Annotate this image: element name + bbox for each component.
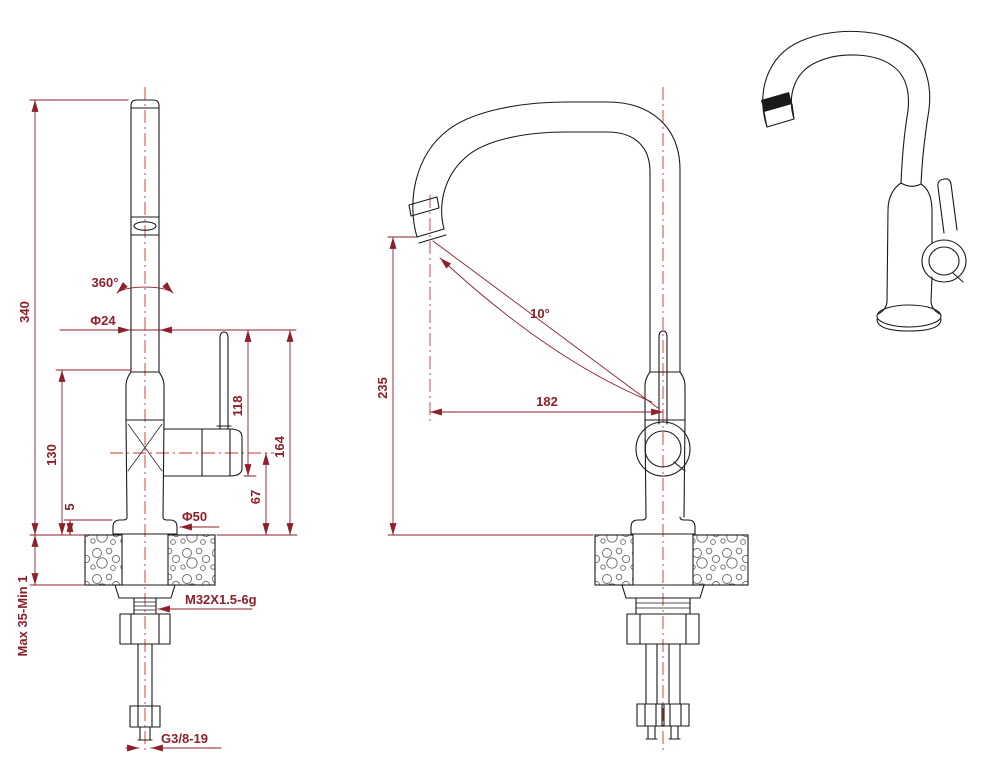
side-mounting-nut [119, 613, 171, 645]
perspective-base [876, 304, 942, 328]
side-spout-outlet [133, 221, 157, 231]
side-hose-connector [129, 705, 161, 728]
front-lever-escutcheon [635, 421, 691, 477]
dim-body-height-label: 130 [44, 444, 59, 466]
side-base-flange [112, 516, 178, 535]
front-countertop-left [594, 534, 634, 586]
perspective-lever [937, 178, 958, 234]
front-countertop-right [692, 534, 749, 586]
dim-spout-reach-label: 182 [536, 394, 558, 409]
dim-outlet-angle-label: 10° [530, 306, 550, 321]
dim-spout-diameter-label: Φ24 [90, 313, 116, 328]
front-view [408, 101, 749, 740]
side-countertop-right [167, 534, 216, 586]
dim-mount-thread-label: M32X1.5-6g [185, 592, 257, 607]
side-lever-housing [163, 428, 243, 477]
perspective-escutcheon [921, 239, 967, 283]
side-lever [219, 331, 229, 430]
dim-lever-top-height-label: 164 [272, 435, 287, 457]
front-view-dimensions: 235 10° 182 [375, 236, 664, 536]
dim-overall-height-label: 340 [17, 301, 32, 323]
front-washer [621, 584, 705, 599]
front-base-flange [630, 516, 696, 535]
front-mounting-nut [626, 613, 700, 645]
front-hose-connector-left [636, 703, 665, 727]
front-lever [658, 330, 668, 425]
front-spout-tip [416, 228, 447, 244]
side-washer [114, 584, 176, 599]
dim-deck-thickness-label: Max 35-Min 1 [15, 576, 30, 657]
dim-lever-length-label: 118 [230, 396, 245, 417]
perspective-view [761, 30, 967, 332]
side-view-dimensions: 340 Max 35-Min 1 360° Φ24 130 5 118 67 1… [15, 99, 298, 752]
side-view [84, 99, 243, 741]
perspective-spout-tip [761, 92, 792, 112]
dim-base-diameter-label: Φ50 [182, 509, 207, 524]
centerlines [110, 87, 664, 753]
dim-flange-gap-label: 5 [62, 503, 77, 510]
dim-inlet-thread-label: G3/8-19 [161, 731, 208, 746]
dim-spout-outlet-height-label: 235 [375, 377, 390, 399]
side-countertop-left [84, 534, 123, 586]
dim-lever-axis-height-label: 67 [248, 490, 263, 504]
dim-swivel-angle-label: 360° [92, 275, 119, 290]
front-hose-connector-right [661, 703, 690, 727]
